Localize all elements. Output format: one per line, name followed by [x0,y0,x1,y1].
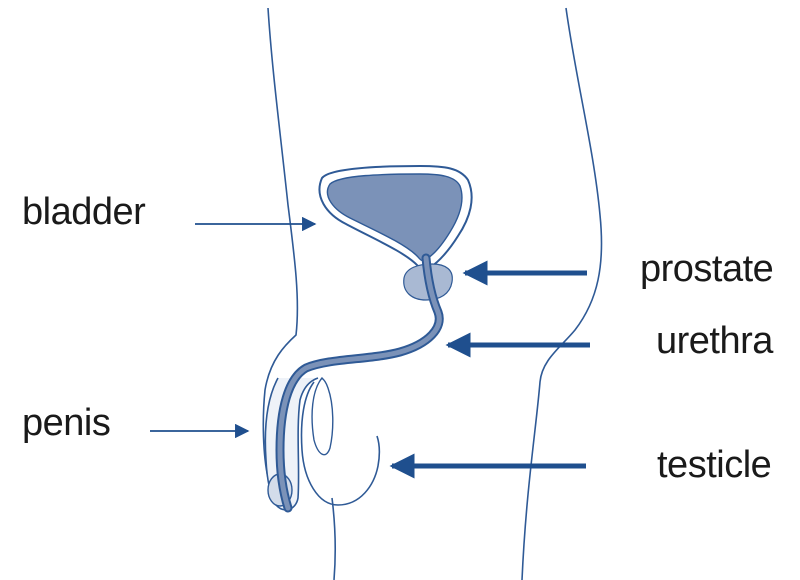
testicle-inner [312,378,333,455]
leg-outline [332,498,335,580]
label-bladder: bladder [22,193,145,231]
front-outline [522,8,602,580]
label-testicle: testicle [657,446,771,484]
label-penis: penis [22,404,110,442]
label-prostate: prostate [640,250,773,288]
label-urethra: urethra [656,322,773,360]
